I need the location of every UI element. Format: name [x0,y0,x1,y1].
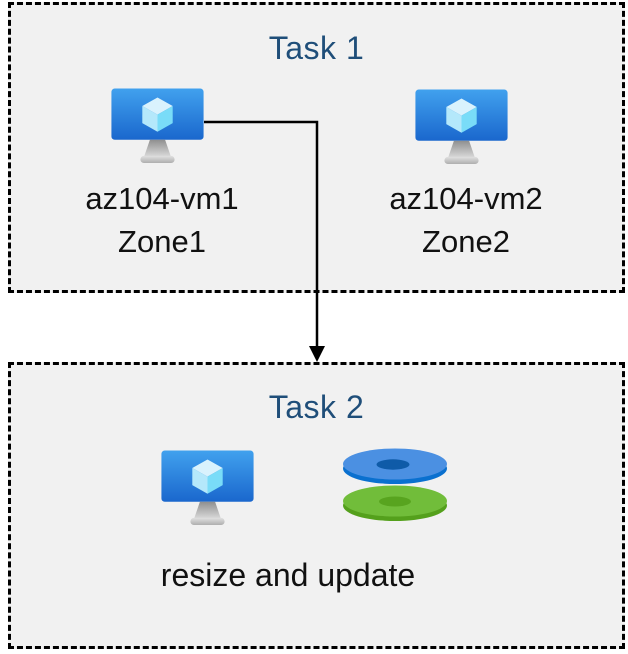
vm1-name: az104-vm1 [85,181,239,216]
task1-title: Task 1 [268,30,365,66]
virtual-machine-icon [414,88,509,166]
vm2-zone: Zone2 [422,224,510,259]
disk-stack-icon [342,447,448,523]
vm1-label: az104-vm1 Zone1 [52,177,272,263]
vm2-name: az104-vm2 [389,181,543,216]
vm2-label: az104-vm2 Zone2 [356,177,576,263]
task2-caption: resize and update [160,557,416,593]
task2-box: Task 2 resize and update [8,362,625,649]
task1-box: Task 1 az104-vm1 Zone1 az104-vm2 Zone2 [8,2,625,293]
vm1-zone: Zone1 [118,224,206,259]
virtual-machine-icon [160,449,255,527]
task2-title: Task 2 [268,389,365,425]
virtual-machine-icon [110,87,205,165]
